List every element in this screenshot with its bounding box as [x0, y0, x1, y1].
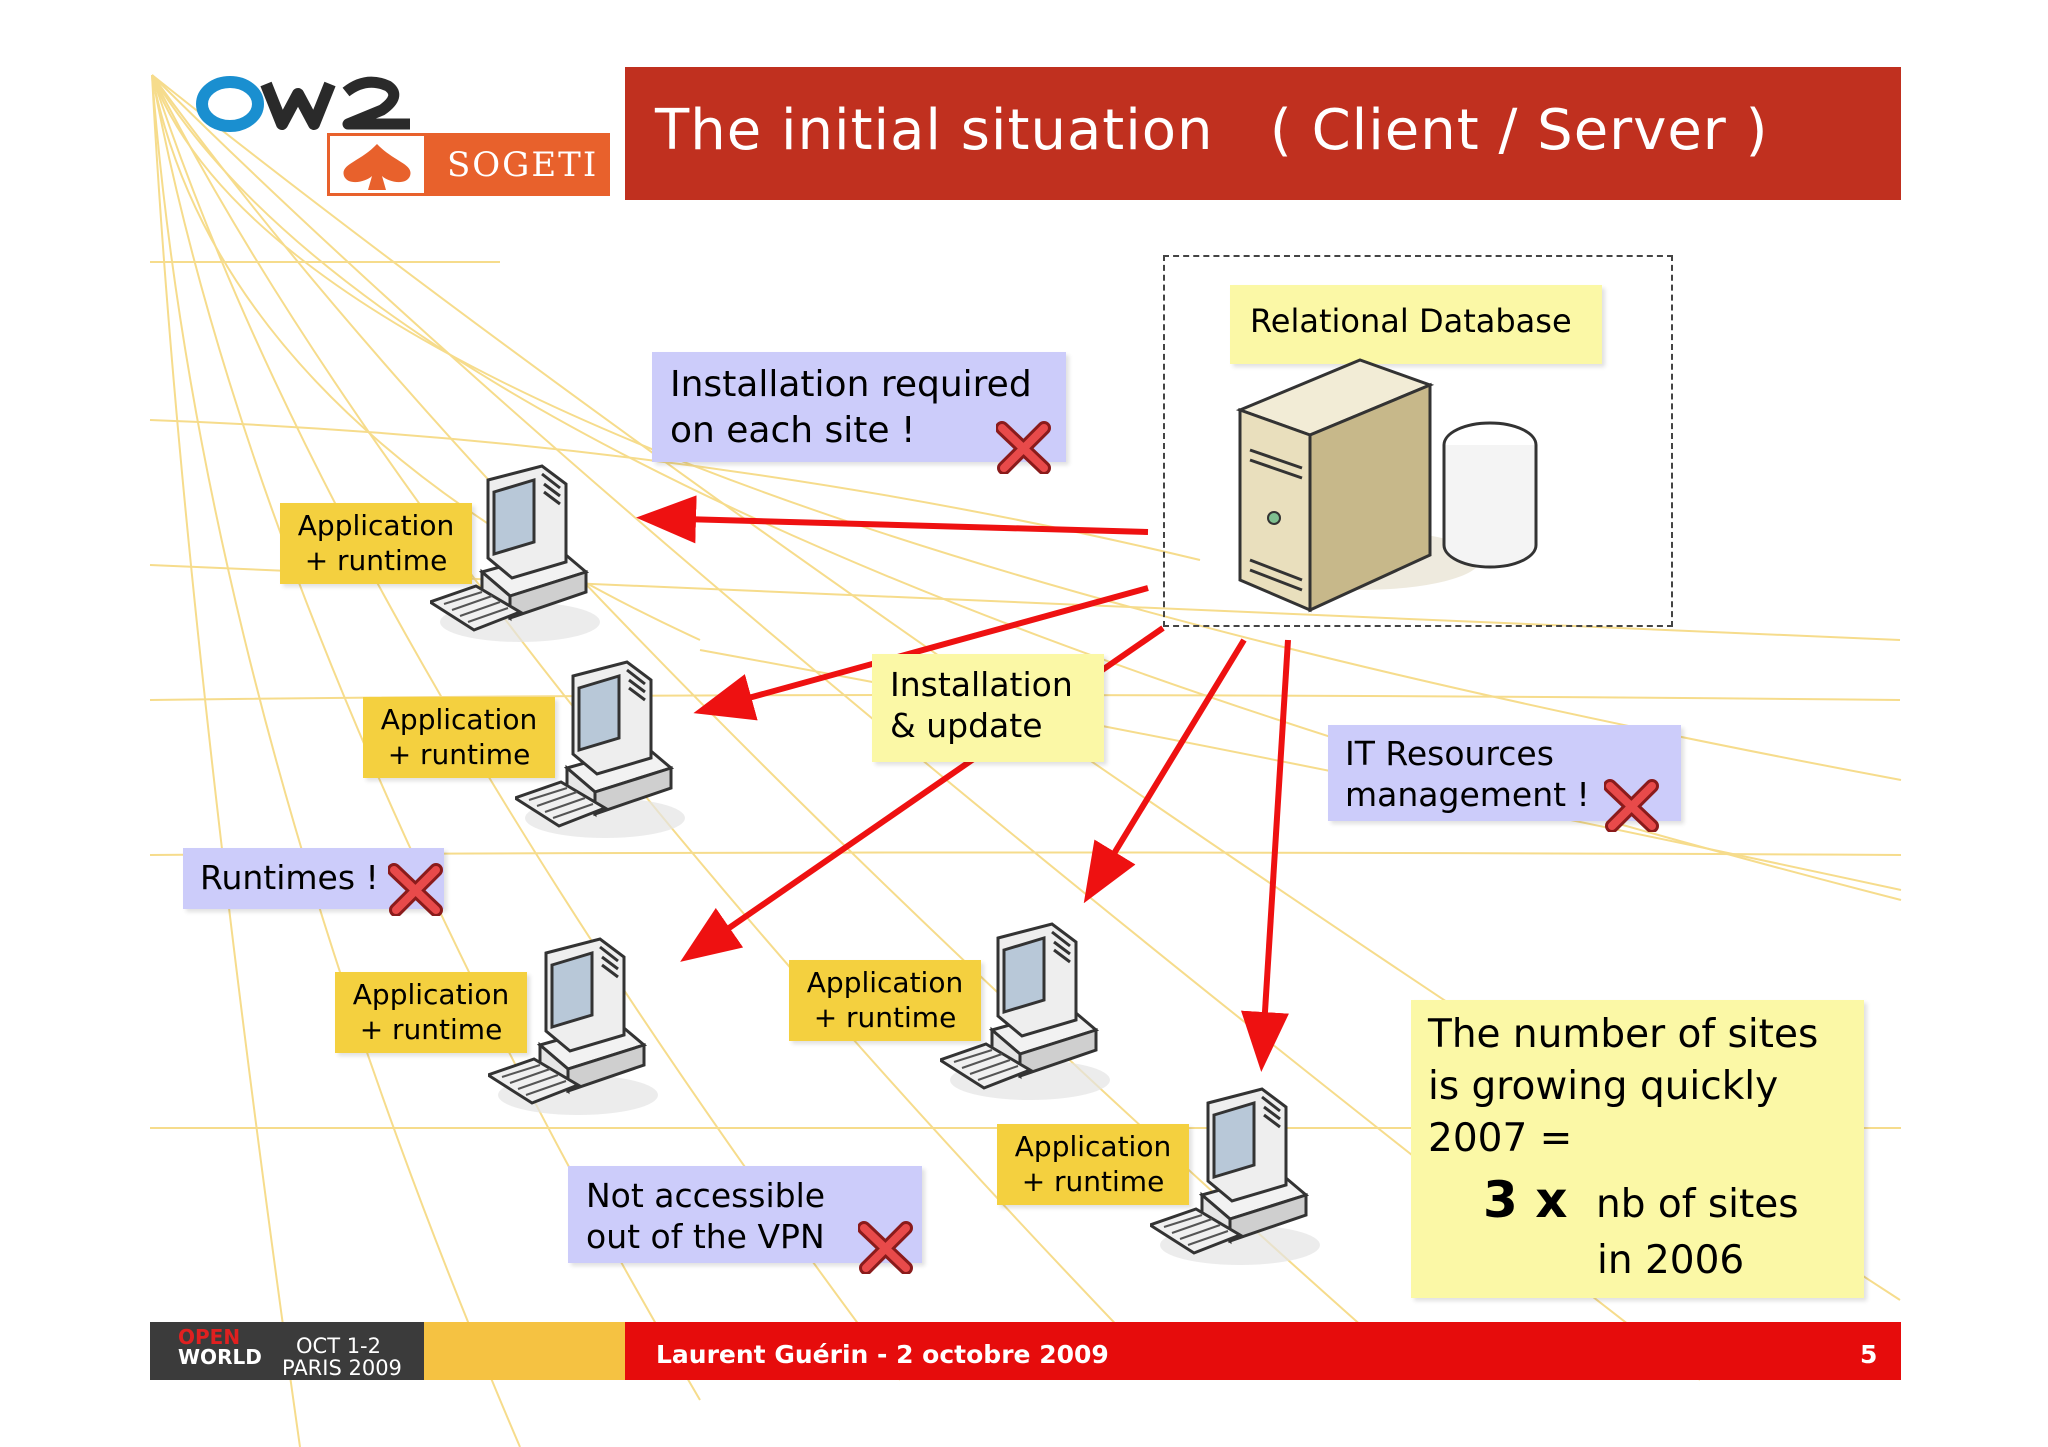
cross-icon	[388, 863, 443, 916]
runtimes-label: Runtimes !	[200, 858, 379, 897]
growth-line2: is growing quickly	[1428, 1064, 1779, 1109]
client-label-box	[363, 697, 555, 778]
client-label-box	[280, 503, 472, 584]
title-bar	[625, 67, 1901, 200]
cross-icon	[996, 421, 1051, 474]
client-label-line2: + runtime	[387, 738, 531, 771]
slide-title: The initial situation ( Client / Server …	[655, 98, 1769, 163]
footer-bar	[625, 1322, 1901, 1380]
client-label-line2: + runtime	[1021, 1165, 1165, 1198]
cross-icon	[858, 1221, 913, 1274]
it-resources-line2: management !	[1345, 775, 1590, 814]
not-accessible-note	[568, 1166, 922, 1263]
page-number: 5	[1860, 1340, 1878, 1369]
growth-line4: nb of sites	[1596, 1182, 1799, 1227]
growth-note	[1411, 1000, 1864, 1298]
growth-line5: in 2006	[1597, 1238, 1745, 1283]
sogeti-brand-text: SOGETI	[447, 145, 599, 185]
client-label-box	[789, 960, 981, 1041]
cross-icon	[1604, 779, 1659, 832]
installation-required-line1: Installation required	[670, 364, 1032, 405]
ow2-logo	[196, 76, 410, 132]
client-label-line1: Application	[297, 509, 455, 542]
footer-accent	[424, 1322, 625, 1380]
event-city: PARIS 2009	[282, 1356, 402, 1380]
database-server-group	[1163, 255, 1673, 627]
installation-required-line2: on each site !	[670, 410, 916, 451]
growth-line3: 2007 =	[1428, 1116, 1573, 1161]
it-resources-line1: IT Resources	[1345, 734, 1554, 773]
database-server-icon	[1235, 358, 1538, 613]
installation-required-note	[652, 352, 1066, 462]
client-label-line1: Application	[1014, 1130, 1172, 1163]
client-label-line1: Application	[380, 703, 538, 736]
client-label-line2: + runtime	[304, 544, 448, 577]
installation-update-line2: & update	[890, 706, 1043, 745]
spade-icon	[330, 136, 424, 193]
event-logo	[150, 1322, 424, 1380]
event-logo-open: OPEN	[178, 1325, 241, 1349]
event-logo-world: WORLD	[178, 1345, 262, 1369]
relational-database-label: Relational Database	[1250, 302, 1572, 340]
event-date: OCT 1-2	[296, 1334, 381, 1358]
growth-multiplier: 3 x	[1483, 1171, 1568, 1229]
client-label-box	[335, 972, 527, 1053]
sogeti-logo: SOGETI	[327, 133, 610, 196]
not-accessible-line2: out of the VPN	[586, 1217, 825, 1256]
growth-line1: The number of sites	[1428, 1012, 1819, 1057]
client-label-line1: Application	[352, 978, 510, 1011]
client-label-line2: + runtime	[359, 1013, 503, 1046]
installation-update-note	[872, 654, 1104, 762]
client-label-box	[997, 1124, 1189, 1205]
footer-author: Laurent Guérin - 2 octobre 2009	[656, 1340, 1109, 1369]
client-label-line2: + runtime	[813, 1001, 957, 1034]
client-label-line1: Application	[806, 966, 964, 999]
installation-update-line1: Installation	[890, 665, 1073, 704]
relational-database-note	[1230, 285, 1602, 364]
not-accessible-line1: Not accessible	[586, 1176, 826, 1215]
